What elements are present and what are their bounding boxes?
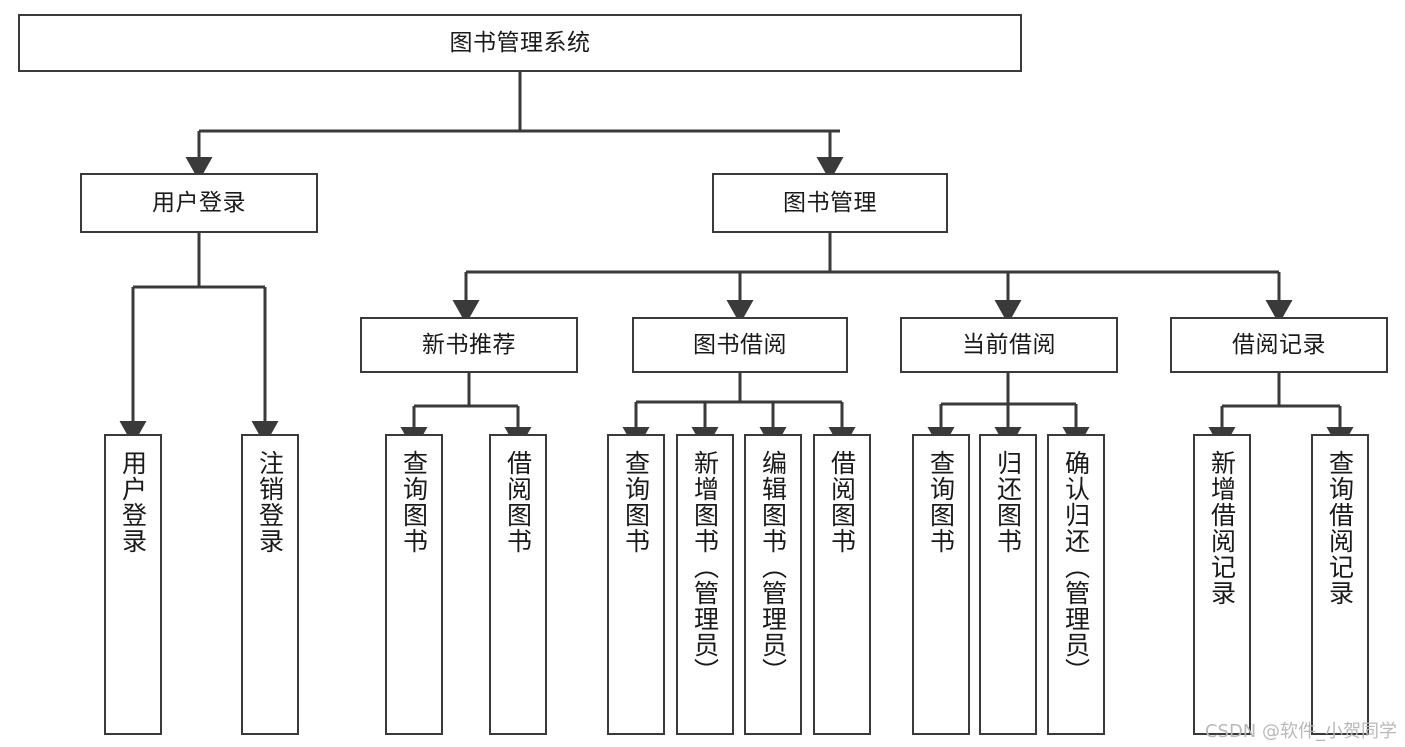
node-leaf-query-book-3[interactable]: 查询图书: [912, 434, 970, 735]
node-leaf-logout[interactable]: 注销登录: [241, 434, 299, 735]
node-leaf-edit-book-label: 编辑图书（管理员）: [758, 450, 788, 684]
node-leaf-edit-book[interactable]: 编辑图书（管理员）: [744, 434, 802, 735]
node-leaf-add-record[interactable]: 新增借阅记录: [1193, 434, 1251, 735]
node-new-book-rec[interactable]: 新书推荐: [360, 317, 578, 373]
node-leaf-query-book-1-label: 查询图书: [399, 450, 429, 554]
node-user-login-label: 用户登录: [152, 189, 246, 216]
node-leaf-query-record[interactable]: 查询借阅记录: [1311, 434, 1369, 735]
node-borrow-record[interactable]: 借阅记录: [1170, 317, 1388, 373]
node-leaf-add-book[interactable]: 新增图书（管理员）: [676, 434, 734, 735]
node-leaf-confirm-return-label: 确认归还（管理员）: [1061, 450, 1091, 684]
node-leaf-query-book-2-label: 查询图书: [621, 450, 651, 554]
node-leaf-query-record-label: 查询借阅记录: [1325, 450, 1355, 606]
node-root[interactable]: 图书管理系统: [18, 14, 1022, 72]
node-leaf-logout-label: 注销登录: [255, 450, 285, 554]
node-leaf-query-book-2[interactable]: 查询图书: [607, 434, 665, 735]
node-leaf-confirm-return[interactable]: 确认归还（管理员）: [1047, 434, 1105, 735]
node-leaf-user-login-label: 用户登录: [118, 450, 148, 554]
watermark-text: CSDN @软件_小贺同学: [1204, 721, 1397, 742]
node-leaf-borrow-book-2[interactable]: 借阅图书: [813, 434, 871, 735]
node-leaf-query-book-3-label: 查询图书: [926, 450, 956, 554]
node-borrow-record-label: 借阅记录: [1232, 331, 1326, 358]
node-book-borrow-label: 图书借阅: [693, 331, 787, 358]
node-leaf-borrow-book-1-label: 借阅图书: [503, 450, 533, 554]
node-book-borrow[interactable]: 图书借阅: [632, 317, 848, 373]
node-leaf-add-book-label: 新增图书（管理员）: [690, 450, 720, 684]
node-leaf-query-book-1[interactable]: 查询图书: [385, 434, 443, 735]
node-user-login[interactable]: 用户登录: [80, 173, 318, 233]
node-leaf-add-record-label: 新增借阅记录: [1207, 450, 1237, 606]
node-root-label: 图书管理系统: [449, 29, 591, 56]
node-current-borrow[interactable]: 当前借阅: [900, 317, 1118, 373]
node-leaf-borrow-book-1[interactable]: 借阅图书: [489, 434, 547, 735]
node-leaf-borrow-book-2-label: 借阅图书: [827, 450, 857, 554]
node-leaf-return-book-label: 归还图书: [993, 450, 1023, 554]
node-book-manage[interactable]: 图书管理: [712, 173, 948, 233]
node-leaf-user-login[interactable]: 用户登录: [104, 434, 162, 735]
node-leaf-return-book[interactable]: 归还图书: [979, 434, 1037, 735]
node-new-book-rec-label: 新书推荐: [422, 331, 516, 358]
node-current-borrow-label: 当前借阅: [962, 331, 1056, 358]
node-book-manage-label: 图书管理: [783, 189, 877, 216]
